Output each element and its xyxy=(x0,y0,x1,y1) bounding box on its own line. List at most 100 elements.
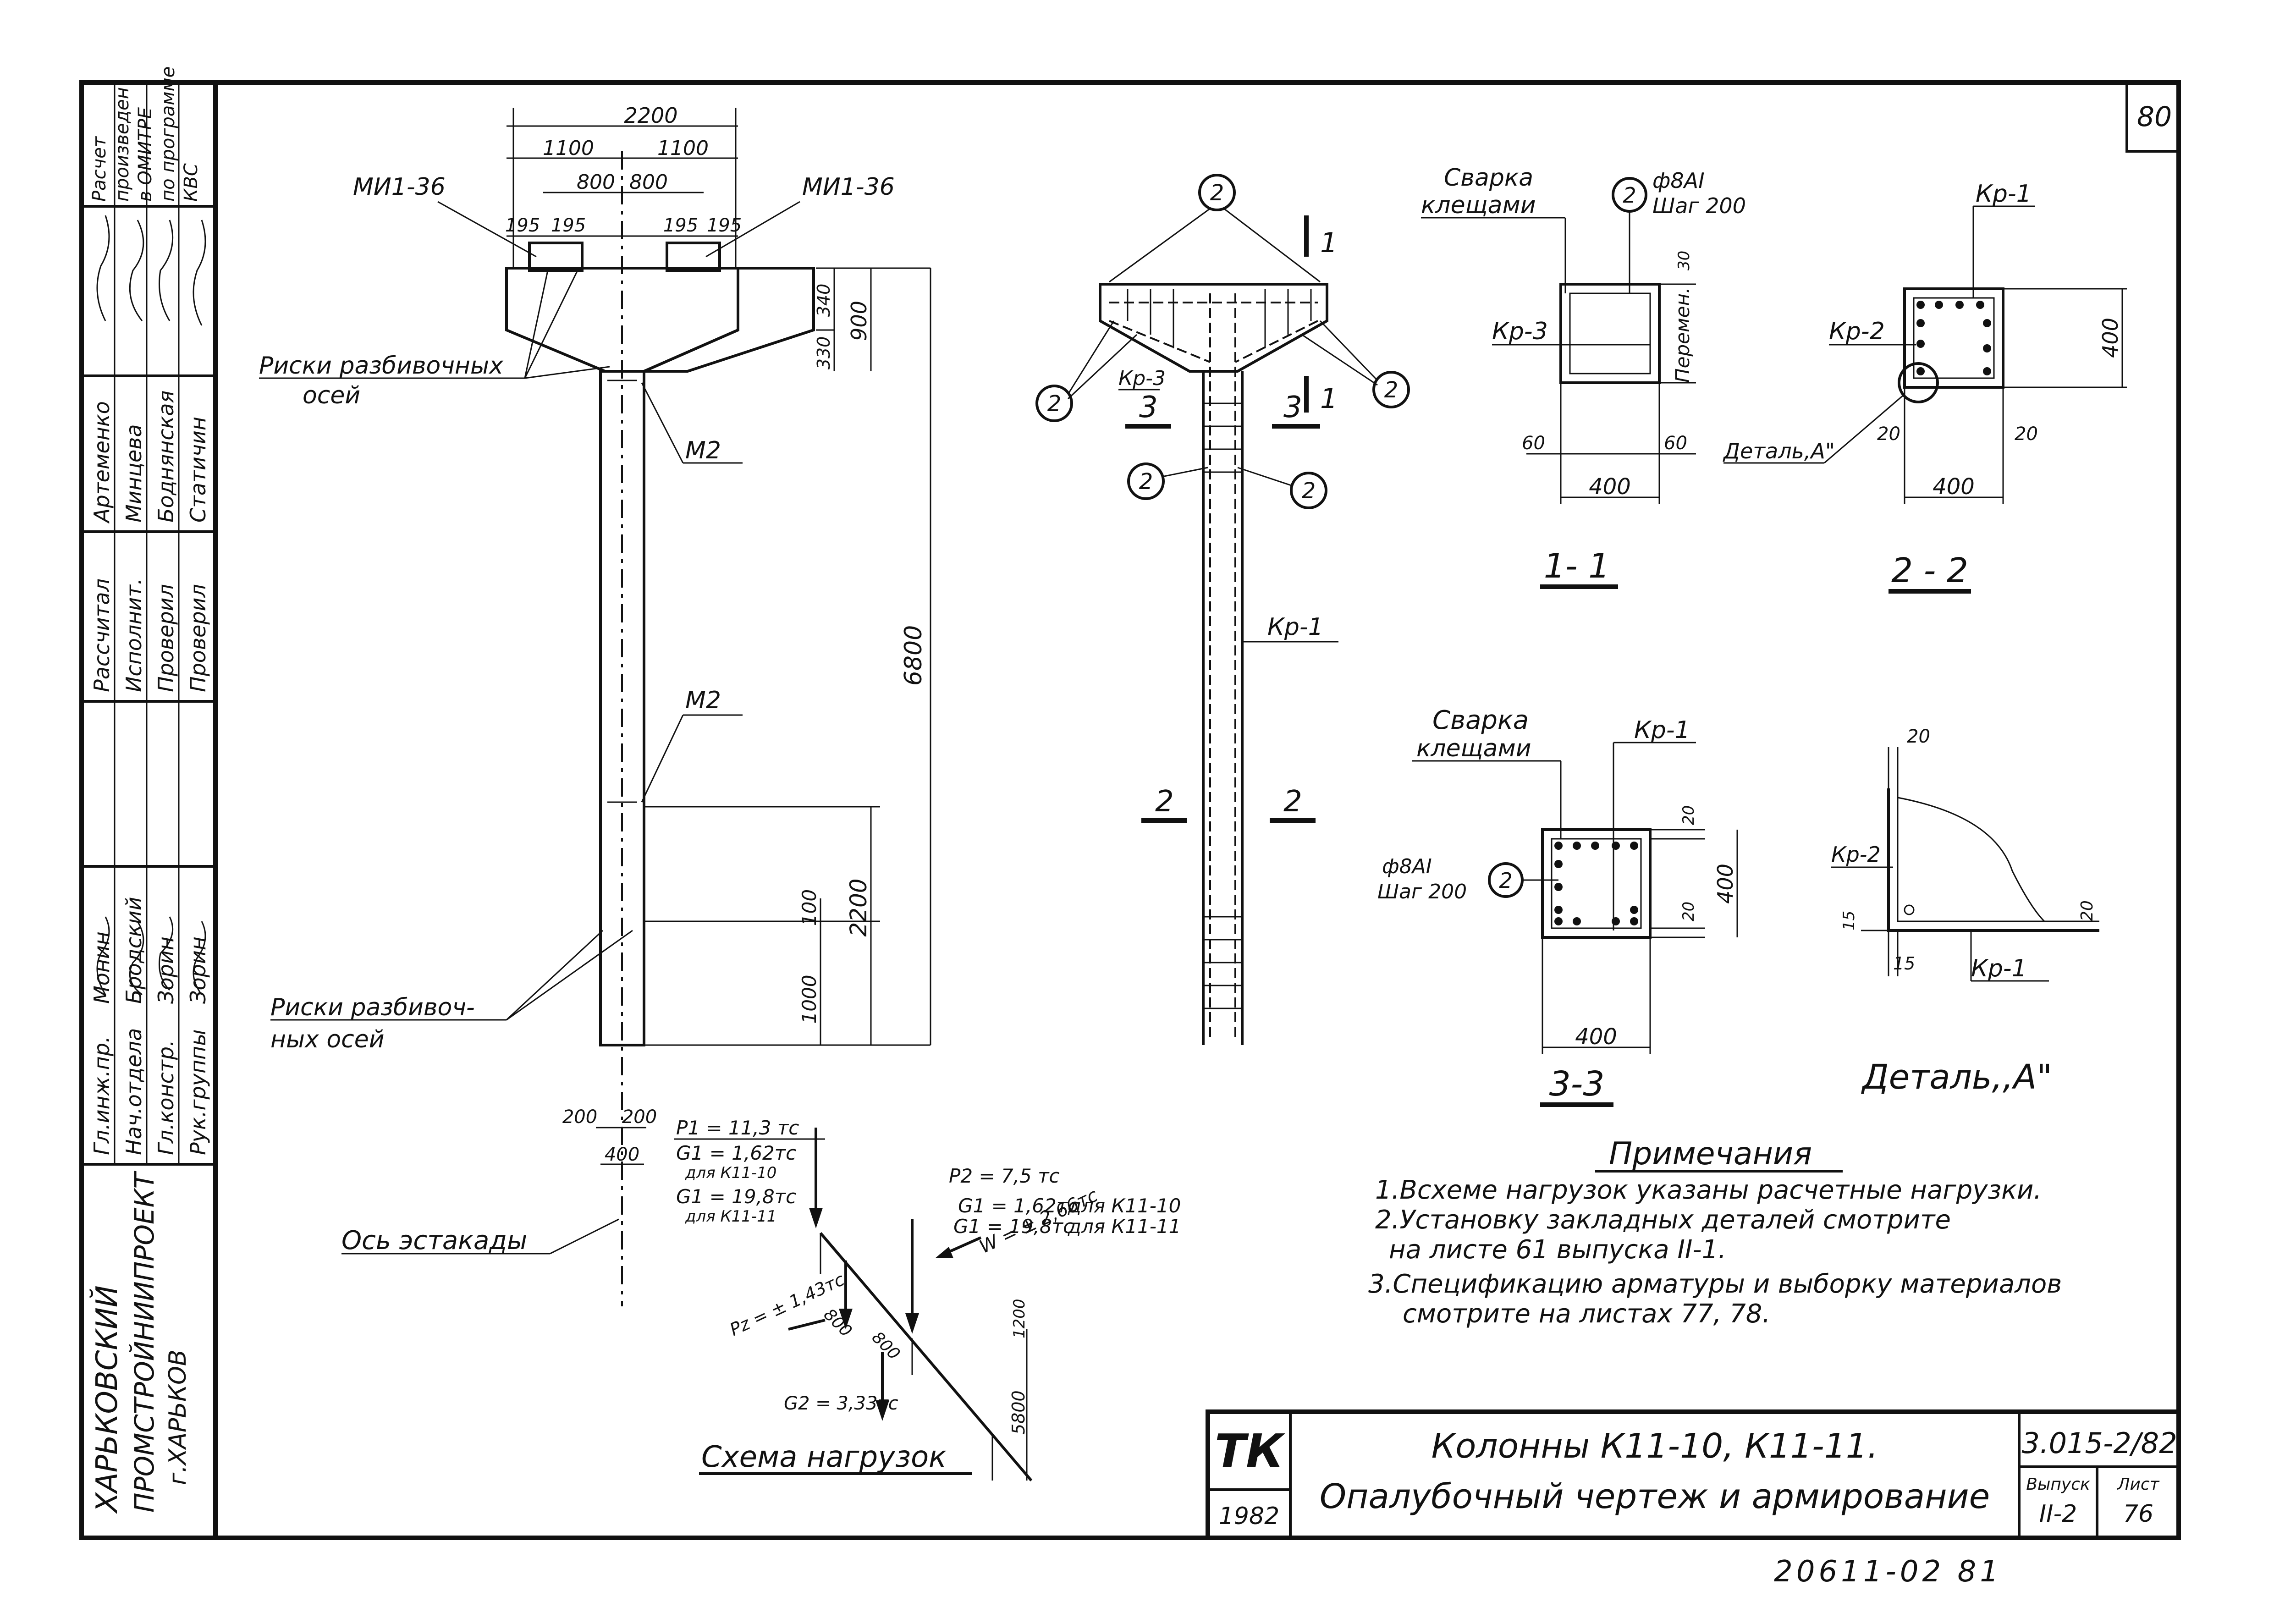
svg-text:3.Спецификацию арматуры и выбо: 3.Спецификацию арматуры и выборку матери… xyxy=(1368,1269,2062,1299)
svg-text:в ОМИТРЕ: в ОМИТРЕ xyxy=(135,107,156,202)
svg-text:195: 195 xyxy=(551,215,586,236)
drawing-title-1: Колонны К11-10, К11-11. xyxy=(1432,1426,1878,1466)
svg-text:Сварка: Сварка xyxy=(1444,164,1533,192)
svg-text:Нач.отдела: Нач.отдела xyxy=(121,1028,146,1155)
label-kr1: Кр-1 xyxy=(1267,613,1323,641)
dim-800-right: 800 xyxy=(629,171,668,194)
svg-text:клещами: клещами xyxy=(1416,735,1531,762)
svg-text:Сварка: Сварка xyxy=(1432,705,1529,735)
svg-text:для К11-11: для К11-11 xyxy=(685,1207,776,1226)
section-1-1-title: 1- 1 xyxy=(1544,546,1610,586)
svg-text:Рук.группы: Рук.группы xyxy=(186,1029,210,1155)
svg-text:20: 20 xyxy=(1877,424,1900,445)
outer-frame xyxy=(79,80,2181,1540)
dim-1100-right: 1100 xyxy=(657,137,709,160)
svg-text:400: 400 xyxy=(1589,474,1631,500)
svg-text:Артеменко: Артеменко xyxy=(89,401,114,524)
section-2-2: Кр-1 Кр-2 400 Деталь,А" 20 20 400 2 - 2 xyxy=(1723,180,2127,594)
dim-1100-left: 1100 xyxy=(543,137,594,160)
section-3-3-title: 3-3 xyxy=(1549,1064,1605,1104)
notes: Примечания 1.Всхеме нагрузок указаны рас… xyxy=(1368,1136,2062,1329)
svg-text:G2 = 3,33тс: G2 = 3,33тс xyxy=(784,1393,898,1414)
svg-text:II-2: II-2 xyxy=(2039,1500,2077,1528)
svg-text:195: 195 xyxy=(505,215,540,236)
svg-text:Гл.констр.: Гл.констр. xyxy=(154,1040,178,1155)
svg-text:для К11-10: для К11-10 xyxy=(685,1164,776,1182)
tk-logo: ТК xyxy=(1215,1424,1285,1478)
svg-text:2: 2 xyxy=(1384,377,1399,403)
load-scheme: P1 = 11,3 тс G1 = 1,62тс для К11-10 G1 =… xyxy=(674,1117,1181,1481)
svg-text:Кр-2: Кр-2 xyxy=(1829,318,1885,345)
svg-text:900: 900 xyxy=(847,301,871,341)
side-stamp: ХАРЬКОВСКИЙ ПРОМСТРОЙНИИПРОЕКТ г.ХАРЬКОВ… xyxy=(82,66,215,1514)
svg-text:G1 = 1,62тс: G1 = 1,62тс xyxy=(676,1142,796,1164)
svg-text:Кр-1: Кр-1 xyxy=(1634,716,1690,744)
svg-text:2: 2 xyxy=(1047,391,1062,417)
svg-text:20: 20 xyxy=(1907,726,1930,747)
svg-text:Боднянская: Боднянская xyxy=(154,391,178,523)
column-elevation: 2200 1100 1100 800 800 195 195 195 195 М… xyxy=(259,103,931,1306)
svg-text:Минцева: Минцева xyxy=(121,424,146,523)
svg-text:Исполнит.: Исполнит. xyxy=(121,578,146,692)
plate-mi-left xyxy=(528,242,584,272)
svg-text:Кр-1: Кр-1 xyxy=(1971,955,2027,982)
svg-text:30: 30 xyxy=(1675,251,1693,270)
svg-text:G1 = 19,8тс: G1 = 19,8тс xyxy=(676,1185,796,1208)
svg-text:Кр-2: Кр-2 xyxy=(1831,842,1881,867)
svg-text:2: 2 xyxy=(1302,478,1316,504)
svg-text:Проверил: Проверил xyxy=(186,584,210,692)
dim-2200-top: 2200 xyxy=(624,103,677,128)
svg-text:G1 = 19,8тс: G1 = 19,8тс xyxy=(953,1215,1074,1238)
svg-text:60: 60 xyxy=(1664,433,1687,454)
svg-text:Шаг 200: Шаг 200 xyxy=(1377,880,1467,903)
title-block: ТК 1982 Колонны К11-10, К11-11. Опалубоч… xyxy=(1206,1409,2181,1540)
label-riski-bottom: Риски разбивоч- xyxy=(270,994,475,1021)
svg-text:Кр-3: Кр-3 xyxy=(1118,367,1166,390)
svg-text:2: 2 xyxy=(1139,469,1153,495)
svg-text:200: 200 xyxy=(622,1107,657,1128)
svg-text:Проверил: Проверил xyxy=(154,584,178,692)
svg-text:330: 330 xyxy=(814,336,834,370)
svg-text:осей: осей xyxy=(303,382,360,409)
svg-text:76: 76 xyxy=(2123,1500,2153,1528)
label-axis: Ось эстакады xyxy=(341,1226,527,1255)
section-2-2-title: 2 - 2 xyxy=(1891,551,1968,590)
svg-text:1200: 1200 xyxy=(1010,1299,1029,1338)
svg-text:2: 2 xyxy=(1155,785,1174,819)
svg-text:195: 195 xyxy=(707,215,742,236)
svg-text:клещами: клещами xyxy=(1421,192,1536,219)
svg-text:2.Установку закладных деталей: 2.Установку закладных деталей смотрите xyxy=(1375,1205,1951,1235)
archive-number: 20611-02 81 xyxy=(1774,1555,2002,1589)
svg-text:P1 = 11,3 тс: P1 = 11,3 тс xyxy=(676,1117,799,1139)
dim-800-left: 800 xyxy=(577,171,615,194)
svg-text:на листе 61 выпуска II-1.: на листе 61 выпуска II-1. xyxy=(1389,1235,1726,1265)
svg-text:2200: 2200 xyxy=(845,878,872,936)
svg-text:1982: 1982 xyxy=(1219,1503,1279,1530)
section-1-1: Сварка клещами 2 ф8АI Шаг 200 Кр-3 30 Пе… xyxy=(1421,164,1746,589)
label-mi-left: МИ1-36 xyxy=(353,173,446,201)
svg-text:1000: 1000 xyxy=(798,975,820,1024)
label-riski-top: Риски разбивочных xyxy=(259,352,504,380)
svg-text:ПРОМСТРОЙНИИПРОЕКТ: ПРОМСТРОЙНИИПРОЕКТ xyxy=(128,1170,160,1513)
drawing-code: 3.015-2/82 xyxy=(2021,1426,2177,1460)
svg-text:смотрите на листах 77, 78.: смотрите на листах 77, 78. xyxy=(1403,1299,1770,1329)
svg-text:для К11-11: для К11-11 xyxy=(1068,1215,1181,1238)
svg-text:3: 3 xyxy=(1139,391,1158,424)
svg-text:20: 20 xyxy=(2078,900,2097,921)
svg-text:для К11-10: для К11-10 xyxy=(1068,1195,1181,1217)
svg-text:400: 400 xyxy=(1933,474,1975,500)
svg-text:1: 1 xyxy=(1320,227,1338,259)
svg-text:Pz = ± 1,43тс: Pz = ± 1,43тс xyxy=(727,1269,848,1340)
console-right xyxy=(643,267,815,373)
label-m2-mid: М2 xyxy=(685,687,721,714)
svg-text:Монин: Монин xyxy=(89,931,114,1004)
svg-text:Рассчитал: Рассчитал xyxy=(89,578,114,692)
svg-text:2: 2 xyxy=(1623,183,1636,208)
svg-text:15: 15 xyxy=(1840,911,1858,930)
stamp-roles: Гл.инж.пр. Нач.отдела Гл.констр. Рук.гру… xyxy=(89,66,210,1155)
svg-text:2: 2 xyxy=(1499,868,1512,893)
svg-text:ф8АI: ф8АI xyxy=(1382,855,1432,878)
svg-text:ф8АI: ф8АI xyxy=(1652,168,1705,193)
svg-text:ных осей: ных осей xyxy=(270,1026,385,1053)
